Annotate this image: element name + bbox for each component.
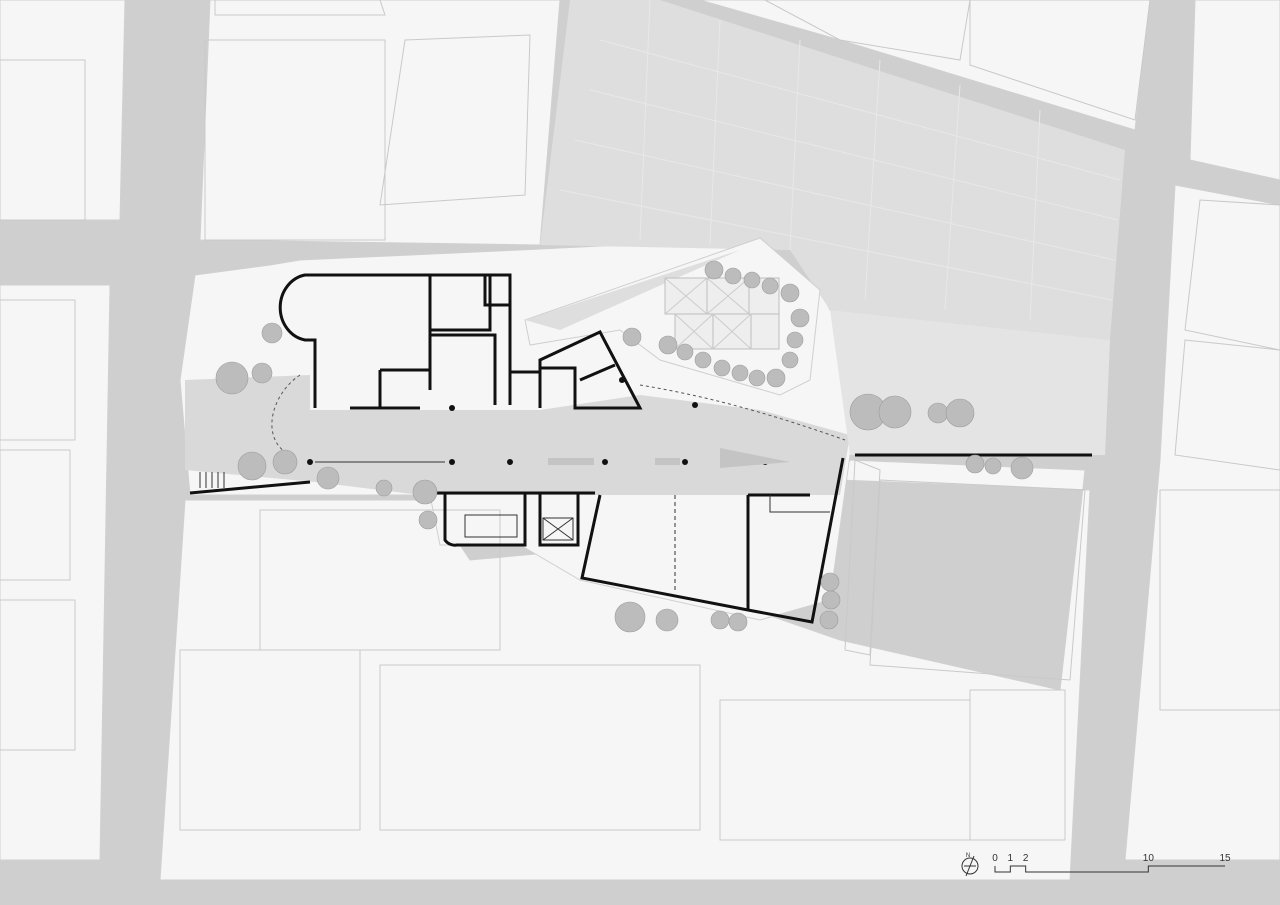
scale-tick-label: 2 <box>1023 853 1029 864</box>
block-south <box>159 459 1091 881</box>
wedge-paving <box>525 250 740 330</box>
scale-tick-label: 15 <box>1219 853 1231 864</box>
courtyard-paving <box>540 0 1125 340</box>
block-west <box>0 284 111 861</box>
courtyard-grid <box>559 0 1121 321</box>
toilet-block-wall <box>510 330 643 410</box>
central-passage <box>185 375 850 495</box>
south-building-wall <box>580 457 845 624</box>
scale-bar-line <box>994 865 1225 873</box>
benches <box>548 448 790 468</box>
west-steps <box>199 472 225 488</box>
stair-core <box>425 491 595 547</box>
west-building-wall <box>278 273 512 408</box>
block-northwest <box>0 0 126 221</box>
north-arrow-icon: N <box>961 853 979 877</box>
scale-tick-label: 10 <box>1143 853 1155 864</box>
scale-tick-label: 0 <box>992 853 998 864</box>
block-north-1 <box>199 0 561 246</box>
building-outlines <box>0 0 1280 840</box>
north-arrow-label: N <box>966 853 970 859</box>
trees <box>215 260 1034 633</box>
block-north-2 <box>699 0 1151 131</box>
thin-walls <box>315 461 830 590</box>
scale-tick-label: 1 <box>1008 853 1014 864</box>
building-walls <box>189 273 1092 624</box>
planter-grid <box>664 277 780 350</box>
dashed-paths <box>271 374 846 456</box>
block-east <box>1124 184 1280 861</box>
block-northeast <box>1189 0 1280 181</box>
